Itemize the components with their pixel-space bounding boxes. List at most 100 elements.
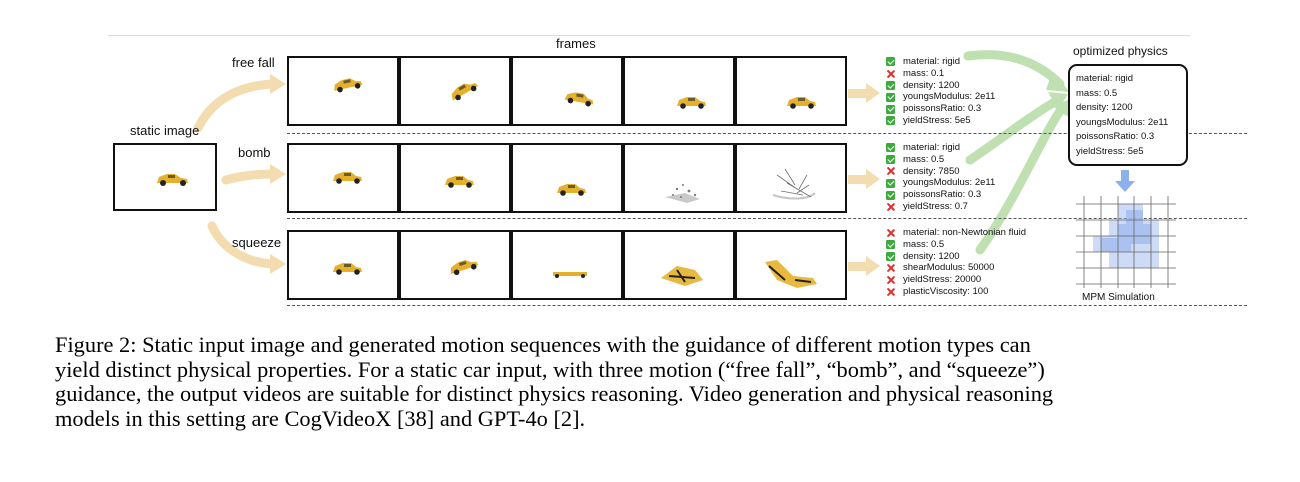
car-icon (450, 260, 479, 276)
car-icon (557, 184, 586, 196)
car-icon (333, 172, 362, 184)
param-text: poissonsRatio: 0.3 (903, 189, 982, 201)
row-separator (287, 218, 1247, 219)
cross-icon (886, 69, 895, 78)
caption-line: yield distinct physical properties. For … (55, 356, 1045, 382)
green-arrow-3-icon (975, 103, 1067, 255)
check-icon (886, 116, 895, 126)
top-rule (108, 35, 1190, 36)
video-frame (735, 56, 847, 126)
param-row: plasticViscosity: 100 (886, 286, 1026, 298)
param-text: density: 1200 (903, 250, 960, 262)
video-frame (623, 56, 735, 126)
check-icon (886, 155, 895, 165)
check-icon (886, 190, 895, 200)
car-icon (661, 266, 703, 286)
arrow-to-squeeze-icon (207, 221, 277, 269)
static-image-frame (113, 143, 217, 211)
car-icon (665, 184, 700, 203)
param-row: material: non-Newtonian fluid (886, 227, 1026, 239)
param-text: poissonsRatio: 0.3 (903, 103, 982, 115)
param-text: density: 1200 (903, 79, 960, 91)
arrow-to-free-fall-icon (193, 79, 277, 133)
param-row: yieldStress: 5e5 (886, 115, 995, 127)
param-text: shearModulus: 50000 (903, 262, 995, 274)
mpm-simulation-label: MPM Simulation (1082, 292, 1155, 303)
static-image-label: static image (130, 123, 200, 138)
check-icon (886, 143, 895, 153)
cross-icon (886, 264, 895, 273)
car-icon (677, 97, 706, 109)
optimized-physics-title: optimized physics (1073, 44, 1168, 58)
param-text: youngsModulus: 2e11 (903, 91, 996, 103)
opt-item: youngsModulus: 2e11 (1076, 116, 1169, 128)
video-frame (735, 230, 847, 300)
figure-caption: Figure 2: Static input image and generat… (55, 332, 1250, 431)
param-row: poissonsRatio: 0.3 (886, 189, 995, 201)
check-icon (886, 240, 895, 250)
param-text: youngsModulus: 2e11 (903, 177, 996, 189)
opt-item: density: 1200 (1076, 102, 1133, 114)
param-row: mass: 0.5 (886, 154, 995, 166)
param-row: youngsModulus: 2e11 (886, 91, 995, 103)
car-icon (772, 168, 816, 200)
video-frame (511, 230, 623, 300)
check-icon (886, 251, 895, 261)
check-icon (886, 80, 895, 90)
param-text: yieldStress: 20000 (903, 274, 982, 286)
param-row: mass: 0.5 (886, 239, 1026, 251)
video-frame (399, 56, 511, 126)
param-row: material: rigid (886, 56, 995, 68)
opt-item: mass: 0.5 (1076, 87, 1118, 99)
param-row: density: 7850 (886, 166, 995, 178)
car-icon (564, 92, 594, 107)
param-row: mass: 0.1 (886, 68, 995, 80)
video-frame (287, 230, 399, 300)
param-text: mass: 0.5 (903, 153, 945, 165)
cross-icon (886, 228, 895, 237)
param-row: material: rigid (886, 142, 995, 154)
car-icon (553, 272, 587, 278)
car-icon (334, 78, 363, 93)
row-label-squeeze: squeeze (232, 235, 282, 250)
check-icon (886, 57, 895, 67)
arrows-layer (193, 50, 1135, 276)
param-row: yieldStress: 0.7 (886, 201, 995, 213)
frames-heading: frames (556, 36, 596, 51)
row-label-free-fall: free fall (232, 55, 275, 70)
param-text: material: non-Newtonian fluid (903, 227, 1027, 238)
video-frame (511, 143, 623, 213)
cross-icon (886, 276, 895, 285)
car-icon (157, 174, 188, 186)
cross-icon (886, 287, 895, 296)
video-frame (623, 230, 735, 300)
video-frame (399, 143, 511, 213)
row-label-bomb: bomb (238, 145, 271, 160)
caption-line: guidance, the output videos are suitable… (55, 381, 1054, 406)
mpm-grid-icon (1076, 196, 1176, 288)
video-frame (399, 230, 511, 300)
row-separator (287, 305, 1247, 306)
param-text: yieldStress: 5e5 (903, 114, 971, 126)
car-icon (787, 97, 816, 109)
row-separator (287, 133, 1247, 134)
check-icon (886, 178, 895, 188)
video-frame (511, 56, 623, 126)
cross-icon (886, 167, 895, 176)
cross-icon (886, 202, 895, 211)
video-frame (735, 143, 847, 213)
video-frame (287, 143, 399, 213)
caption-line: models in this setting are CogVideoX [38… (55, 405, 586, 431)
caption-line: Figure 2: Static input image and generat… (55, 332, 1031, 357)
param-text: plasticViscosity: 100 (903, 285, 989, 297)
car-icon (333, 263, 362, 275)
param-row: shearModulus: 50000 (886, 262, 1026, 274)
param-text: mass: 0.1 (903, 67, 945, 79)
car-icon (451, 83, 478, 101)
green-arrow-2-icon (965, 95, 1063, 165)
param-text: yieldStress: 0.7 (903, 200, 968, 212)
optimized-physics-box: material: rigid mass: 0.5 density: 1200 … (1068, 64, 1188, 166)
